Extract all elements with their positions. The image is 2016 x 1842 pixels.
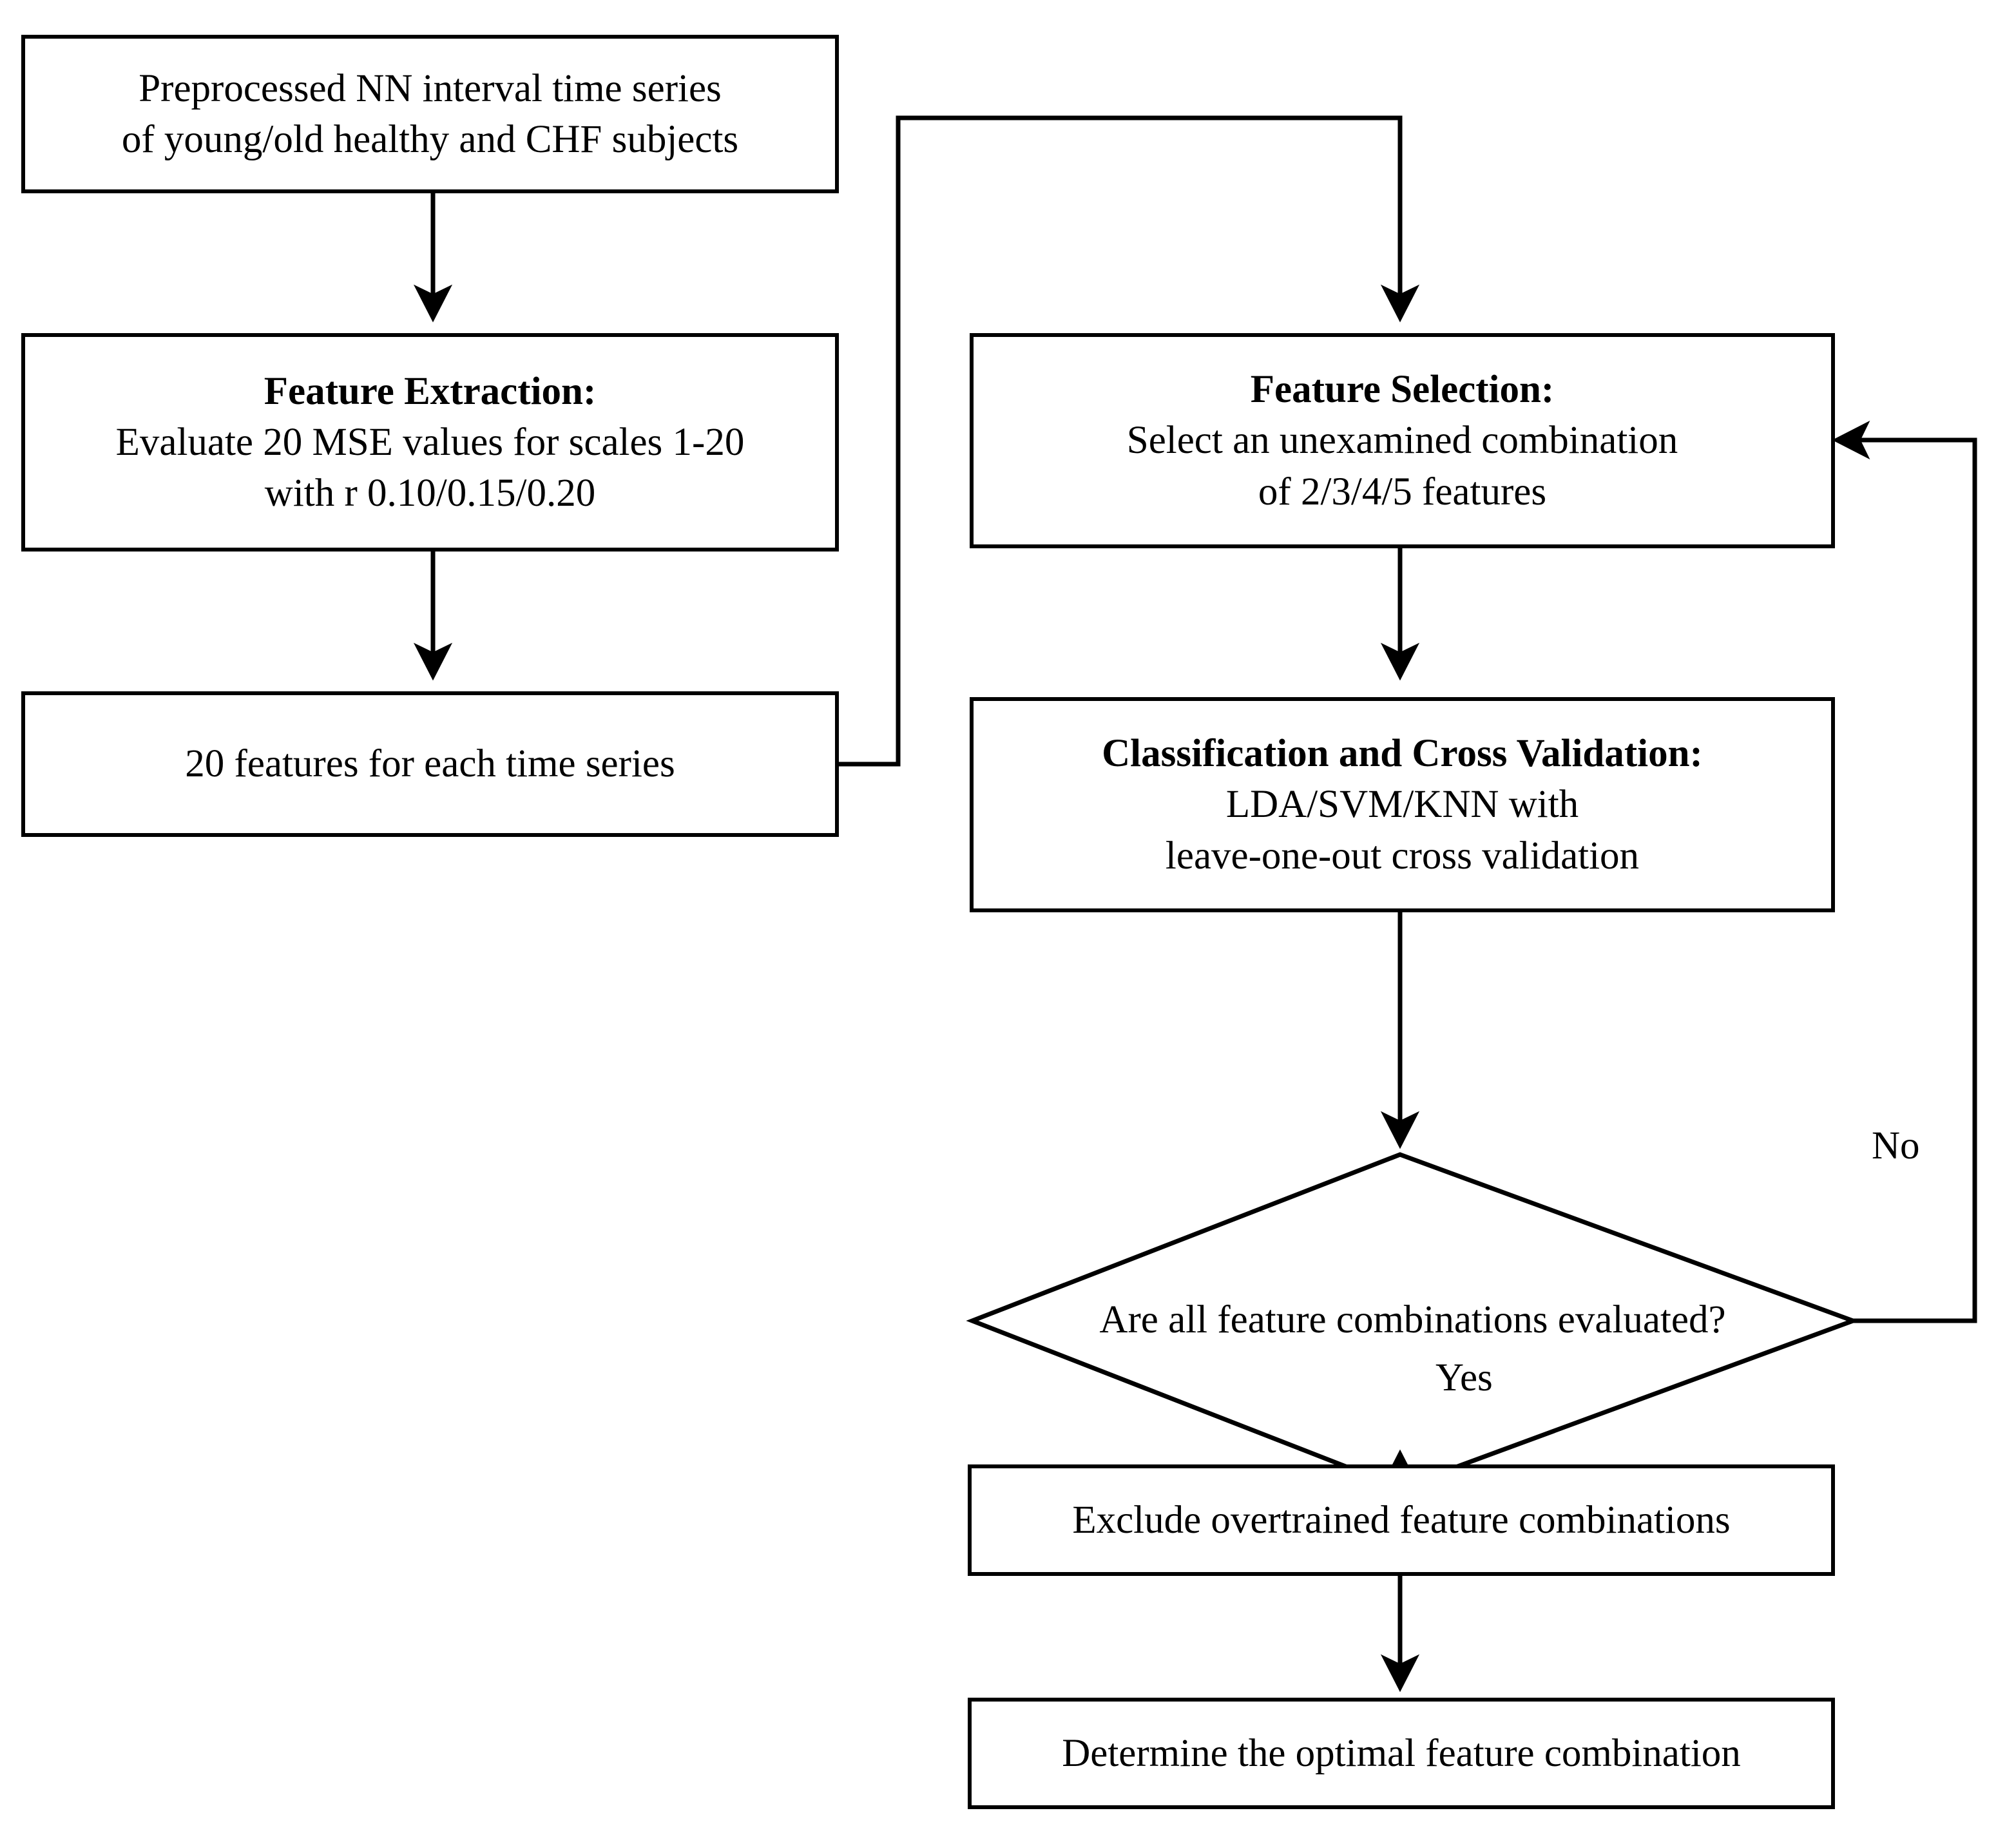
node-exclude: Exclude overtrained feature combinations (968, 1464, 1835, 1576)
node-feature-selection-title: Feature Selection: (1250, 368, 1555, 412)
node-feature-selection: Feature Selection: Select an unexamined … (970, 333, 1835, 548)
node-feature-extraction-title: Feature Extraction: (264, 369, 597, 413)
node-exclude-line-1: Exclude overtrained feature combinations (1072, 1498, 1731, 1542)
node-decision-line-1: Are all feature combinations evaluated? (1099, 1298, 1726, 1341)
node-feature-selection-line-1: Select an unexamined combination (1126, 419, 1678, 463)
edge-label-no: No (1872, 1124, 1920, 1167)
node-classification-line-2: leave-one-out cross validation (1165, 834, 1640, 878)
node-classification-title: Classification and Cross Validation: (1102, 732, 1703, 776)
edge-label-yes: Yes (1435, 1356, 1493, 1399)
node-decision: Are all feature combinations evaluated? (972, 1300, 1853, 1339)
node-feature-extraction-line-1: Evaluate 20 MSE values for scales 1-20 (115, 420, 745, 464)
node-feature-extraction-line-2: with r 0.10/0.15/0.20 (264, 472, 596, 515)
node-input: Preprocessed NN interval time series of … (21, 35, 839, 193)
node-determine-line-1: Determine the optimal feature combinatio… (1062, 1731, 1741, 1775)
node-features-output: 20 features for each time series (21, 691, 839, 837)
node-classification-line-1: LDA/SVM/KNN with (1225, 783, 1579, 827)
connector-decision-no-loop (1832, 420, 1977, 1323)
node-feature-extraction: Feature Extraction: Evaluate 20 MSE valu… (21, 333, 839, 552)
node-determine: Determine the optimal feature combinatio… (968, 1698, 1835, 1809)
node-input-line-2: of young/old healthy and CHF subjects (121, 118, 739, 161)
node-classification: Classification and Cross Validation: LDA… (970, 697, 1835, 912)
node-input-line-1: Preprocessed NN interval time series (139, 66, 722, 110)
node-feature-selection-line-2: of 2/3/4/5 features (1258, 470, 1547, 513)
node-features-output-line-1: 20 features for each time series (185, 742, 675, 786)
